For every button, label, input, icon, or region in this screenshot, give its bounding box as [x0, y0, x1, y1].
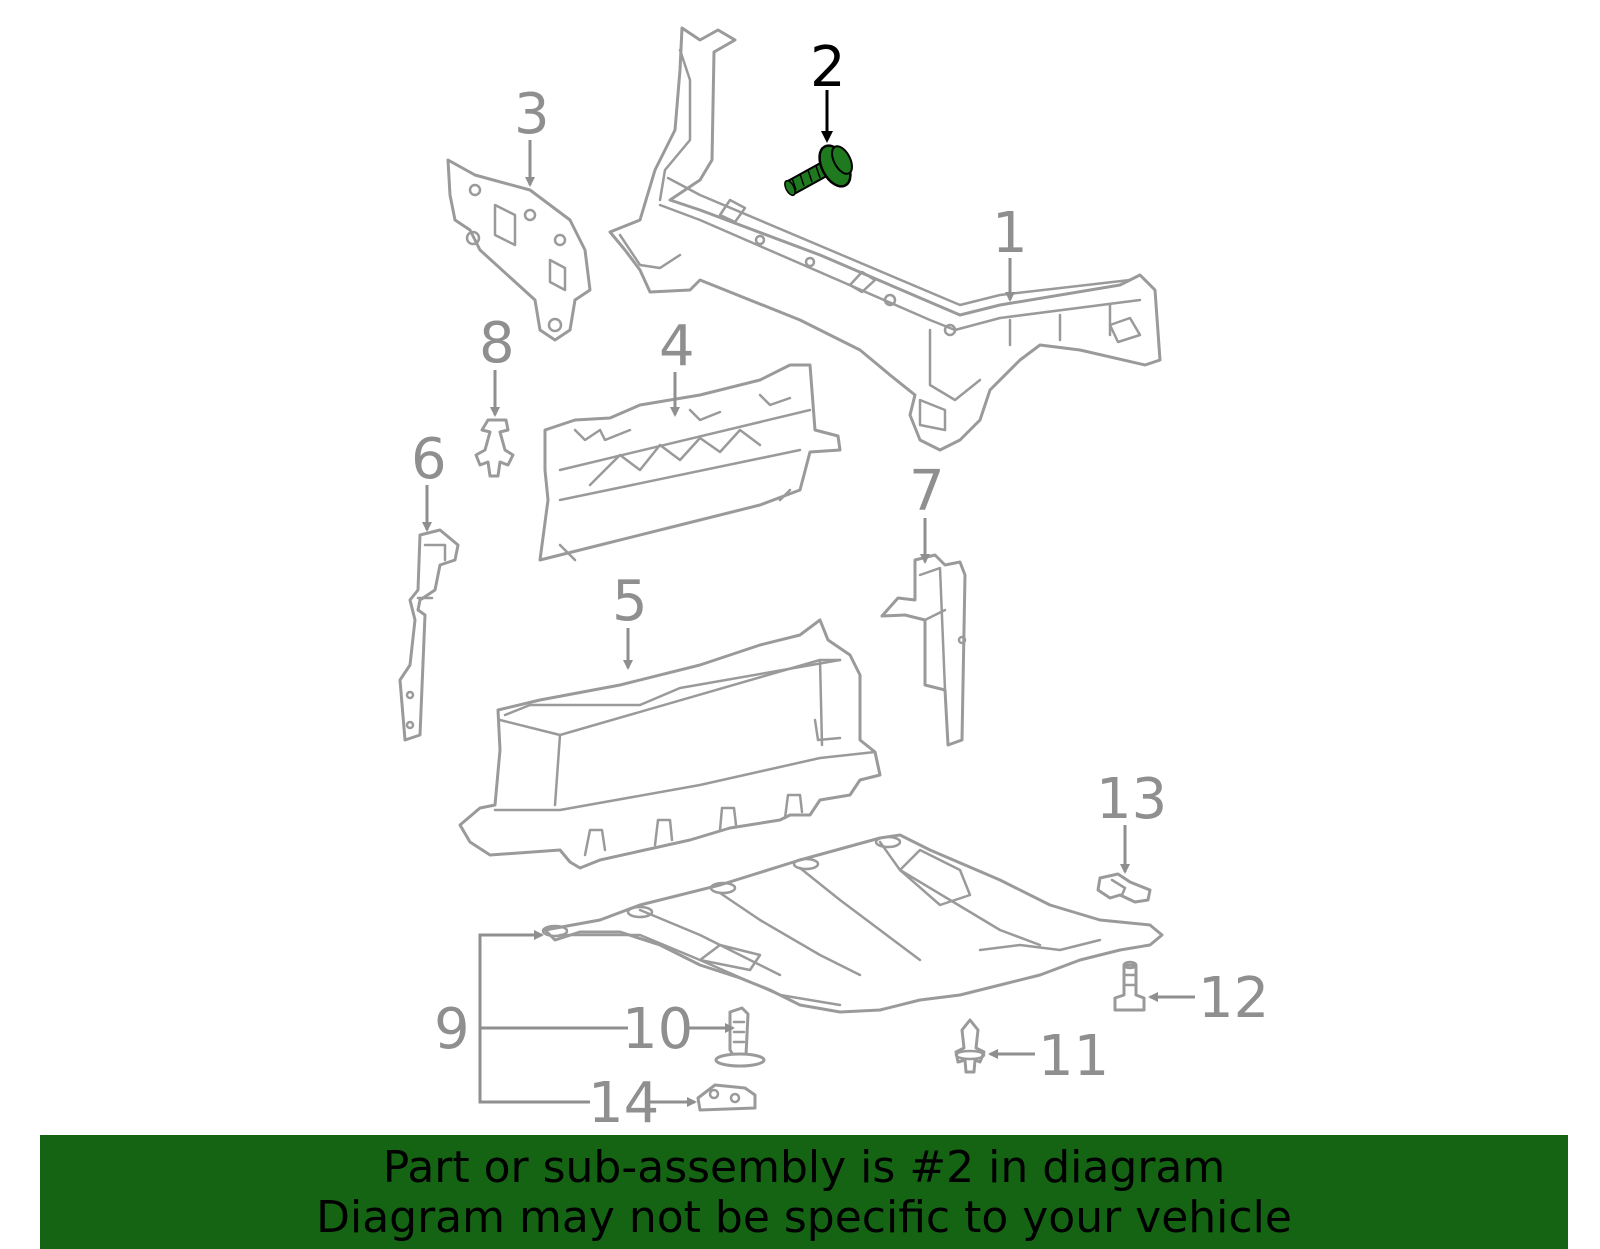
radiator-support-part-1	[608, 26, 1162, 452]
callout-13: 13	[1096, 767, 1167, 832]
callout-labels: 1 2 3 4 5 6 7 8 9 10 11 12 13 14	[411, 35, 1269, 1136]
callout-3: 3	[514, 82, 550, 147]
callout-4: 4	[659, 314, 695, 379]
callout-arrows	[422, 90, 1195, 1107]
bolt-part-12	[1113, 960, 1146, 1012]
info-banner: Part or sub-assembly is #2 in diagram Di…	[40, 1135, 1568, 1249]
side-deflector-part-6	[398, 528, 460, 742]
air-deflector-part-4	[538, 363, 842, 562]
callout-8: 8	[479, 311, 515, 376]
splash-shield-part-9	[541, 833, 1164, 1014]
callout-11: 11	[1038, 1024, 1109, 1089]
lower-deflector-part-5	[458, 618, 882, 870]
banner-line-2: Diagram may not be specific to your vehi…	[316, 1192, 1292, 1243]
push-clip-part-11	[954, 1018, 986, 1074]
callout-9: 9	[434, 997, 470, 1062]
callout-1: 1	[992, 201, 1028, 266]
nut-clip-part-13	[1096, 872, 1152, 904]
callout-12: 12	[1198, 966, 1269, 1031]
bracket-part-3	[446, 158, 592, 342]
callout-7: 7	[909, 459, 945, 524]
side-deflector-part-7	[880, 553, 967, 747]
retainer-part-14	[696, 1083, 757, 1112]
bolt-part-2	[784, 144, 853, 197]
callout-5: 5	[612, 569, 648, 634]
callout-2: 2	[810, 35, 846, 100]
callout-14: 14	[588, 1071, 659, 1136]
banner-line-1: Part or sub-assembly is #2 in diagram	[382, 1142, 1226, 1193]
callout-6: 6	[411, 427, 447, 492]
push-clip-part-8	[474, 418, 515, 478]
push-rivet-part-10	[714, 1006, 766, 1068]
callout-10: 10	[622, 997, 693, 1062]
